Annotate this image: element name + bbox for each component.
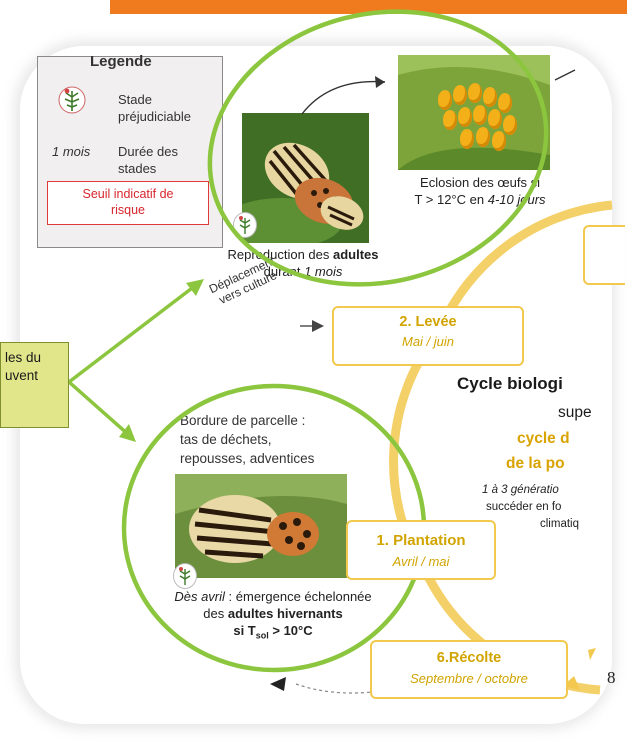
threshold-legend-box: Seuil indicatif de risque (47, 181, 209, 225)
legend-item-duration: Durée des stades (118, 143, 178, 177)
egg-shape (476, 127, 490, 147)
callout-note: les du uvent (0, 342, 69, 428)
plantation-title: 1. Plantation (348, 532, 494, 549)
eggs-caption-c: T > 12°C en (414, 192, 487, 207)
header-accent-bar (110, 0, 627, 14)
beetle-pair-illustration (242, 113, 369, 243)
eggs-caption-a: Eclosion des œufs (420, 175, 531, 190)
legend-duration-line2: stades (118, 160, 178, 177)
egg-shape (458, 107, 472, 127)
cycle-small1: 1 à 3 génératio (482, 484, 559, 496)
egg-shape (438, 90, 452, 110)
egg-shape (483, 87, 497, 107)
emergence-f: > 10°C (269, 623, 313, 638)
legend-item-stage: Stade préjudiciable (118, 91, 191, 125)
threshold-line1: Seuil indicatif de (48, 186, 208, 202)
egg-shape (492, 131, 506, 151)
emergence-a: Dès avril (174, 589, 225, 604)
stage-recolte: 6.Récolte Septembre / octobre (370, 640, 568, 699)
emergence-c: des (203, 606, 228, 621)
emergence-caption: Dès avril : émergence échelonnée des adu… (158, 588, 388, 645)
threshold-line2: risque (48, 202, 208, 218)
emergence-sub: sol (256, 631, 269, 641)
egg-shape (453, 85, 467, 105)
callout-line1: les du (5, 349, 68, 367)
emergence-d: adultes hivernants (228, 606, 343, 621)
beetle-illustration (175, 474, 347, 578)
plant-icon (233, 212, 257, 238)
stage-plantation: 1. Plantation Avril / mai (346, 520, 496, 580)
eggs-caption: Eclosion des œufs si T > 12°C en 4-10 jo… (380, 174, 580, 208)
egg-shape (468, 83, 482, 103)
overwintering-adult-photo (175, 474, 347, 578)
legend-duration-prefix: 1 mois (52, 143, 90, 160)
bordure-line3: repousses, adventices (180, 449, 370, 468)
cycle-line4: de la po (506, 455, 565, 473)
page-number: 8 (607, 668, 616, 688)
emergence-b: : émergence échelonnée (225, 589, 372, 604)
cycle-small3: climatiq (540, 518, 579, 530)
cycle-title: Cycle biologi (457, 374, 563, 394)
egg-shape (473, 105, 487, 125)
eggs-caption-d: 4-10 jours (488, 192, 546, 207)
egg-shape (503, 115, 517, 135)
plant-icon (173, 563, 197, 589)
plantation-period: Avril / mai (348, 554, 494, 569)
legend-stage-line2: préjudiciable (118, 108, 191, 125)
eggs-photo (398, 55, 550, 170)
egg-shape (498, 93, 512, 113)
bordure-caption: Bordure de parcelle : tas de déchets, re… (180, 411, 370, 468)
emergence-e: si T (233, 623, 255, 638)
cycle-line2: supe (558, 404, 592, 422)
cycle-line3: cycle d (517, 430, 570, 448)
stage-box-partial (583, 225, 625, 285)
egg-shape (460, 129, 474, 149)
levee-title: 2. Levée (334, 314, 522, 330)
egg-shape (443, 110, 457, 130)
bordure-line2: tas de déchets, (180, 430, 370, 449)
callout-line2: uvent (5, 367, 68, 385)
repro-caption-b: adultes (333, 247, 379, 262)
eggs-caption-b: si (531, 175, 540, 190)
legend-box: Legende Stade préjudiciable 1 mois Durée… (37, 56, 223, 248)
bordure-line1: Bordure de parcelle : (180, 411, 370, 430)
plant-icon (58, 85, 86, 115)
stage-levee: 2. Levée Mai / juin (332, 306, 524, 366)
levee-period: Mai / juin (334, 334, 522, 349)
egg-shape (488, 109, 502, 129)
legend-title: Legende (90, 53, 152, 70)
recolte-period: Septembre / octobre (372, 671, 566, 686)
legend-stage-line1: Stade (118, 91, 191, 108)
cycle-small2: succéder en fo (486, 501, 561, 513)
recolte-title: 6.Récolte (372, 650, 566, 666)
legend-duration-line1: Durée des (118, 143, 178, 160)
mating-adults-photo (242, 113, 369, 243)
